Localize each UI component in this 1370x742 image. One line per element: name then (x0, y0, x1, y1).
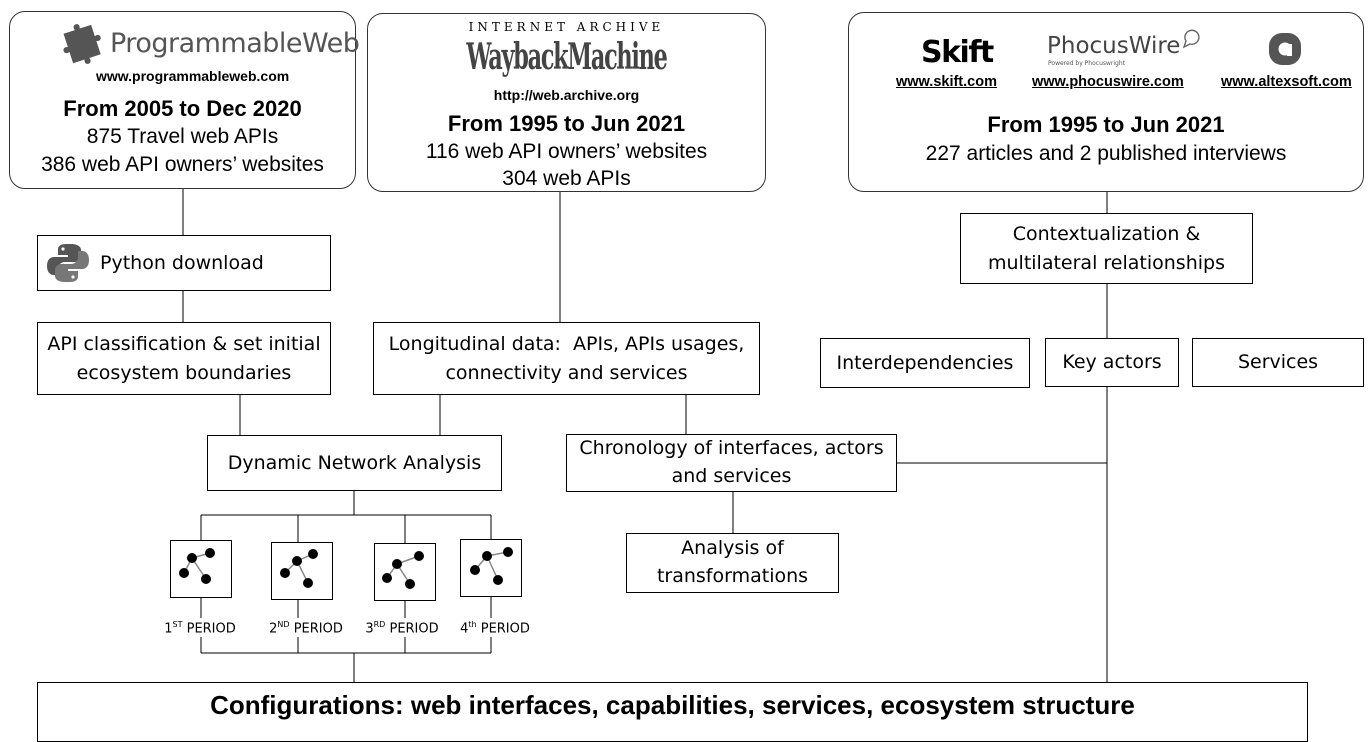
network-icon-period-3 (374, 543, 436, 601)
media-period: From 1995 to Jun 2021 (987, 112, 1225, 137)
wayback-stat-websites: 116 web API owners’ websites (425, 140, 708, 163)
api-classification-line2: ecosystem boundaries (76, 361, 292, 384)
python-download-box: Python download (37, 235, 331, 291)
phocuswire-tagline: Powered by Phocuswright (1048, 60, 1126, 67)
network-graph-icon (179, 548, 215, 584)
network-graph-icon (382, 551, 424, 589)
puzzle-logo-icon (63, 24, 101, 64)
services-box: Services (1192, 338, 1364, 387)
phocuswire-logo: PhocusWire (1047, 33, 1181, 59)
programmableweb-period: From 2005 to Dec 2020 (63, 96, 302, 121)
altexsoft-url: www.altexsoft.com (1221, 74, 1352, 90)
period-label-3: 3RD PERIOD (365, 620, 439, 637)
altexsoft-logo-icon (1269, 33, 1301, 65)
skift-logo: Skift (921, 35, 994, 70)
wayback-url: http://web.archive.org (493, 87, 640, 103)
wayback-source-box: INTERNET ARCHIVE WaybackMachine http://w… (367, 13, 766, 192)
key-actors-box: Key actors (1045, 338, 1179, 387)
contextualization-line1: Contextualization & (1012, 223, 1201, 245)
dynamic-network-analysis-box: Dynamic Network Analysis (207, 435, 502, 491)
longitudinal-data-line2: connectivity and services (445, 361, 688, 384)
programmableweb-source-box: ProgrammableWeb www.programmableweb.com … (9, 11, 360, 189)
media-source-box: Skift PhocusWire Powered by Phocuswright… (848, 12, 1364, 192)
programmableweb-stat-websites: 386 web API owners’ websites (41, 153, 324, 176)
skift-url: www.skift.com (896, 74, 997, 90)
longitudinal-data-box: Longitudinal data: APIs, APIs usages, co… (373, 322, 760, 395)
configurations-box: Configurations: web interfaces, capabili… (37, 682, 1308, 742)
wayback-period: From 1995 to Jun 2021 (447, 111, 686, 136)
dynamic-network-analysis-label: Dynamic Network Analysis (227, 451, 482, 474)
chronology-box: Chronology of interfaces, actors and ser… (566, 434, 897, 492)
period-label-2: 2ND PERIOD (269, 620, 343, 637)
analysis-line1: Analysis of (681, 537, 784, 560)
contextualization-box: Contextualization & multilateral relatio… (960, 213, 1253, 284)
python-logo-icon (47, 244, 89, 282)
programmableweb-url: www.programmableweb.com (96, 68, 290, 84)
wayback-stat-apis: 304 web APIs (502, 167, 631, 190)
programmableweb-stat-apis: 875 Travel web APIs (86, 125, 279, 148)
chronology-line1: Chronology of interfaces, actors (579, 437, 884, 460)
key-actors-label: Key actors (1062, 351, 1162, 374)
configurations-label: Configurations: web interfaces, capabili… (210, 690, 1135, 720)
internet-archive-logo-text: INTERNET ARCHIVE (468, 20, 665, 34)
network-graph-icon (280, 549, 318, 588)
longitudinal-data-line1: Longitudinal data: APIs, APIs usages, (388, 333, 745, 355)
contextualization-line2: multilateral relationships (988, 251, 1225, 274)
period-label-1: 1ST PERIOD (164, 620, 236, 637)
phocuswire-bubble-icon (1182, 29, 1200, 49)
interdependencies-label: Interdependencies (836, 351, 1014, 374)
python-download-label: Python download (100, 251, 264, 274)
media-stat-articles: 227 articles and 2 published interviews (925, 142, 1287, 165)
services-label: Services (1237, 351, 1319, 374)
network-icon-period-1 (170, 540, 232, 598)
period-label-4: 4th PERIOD (460, 620, 530, 637)
network-graph-icon (470, 547, 513, 585)
interdependencies-box: Interdependencies (820, 338, 1030, 388)
programmableweb-logo-text: ProgrammableWeb (110, 28, 360, 59)
chronology-line2: and services (671, 465, 792, 487)
analysis-line2: transformations (656, 565, 809, 587)
network-icon-period-2 (271, 542, 333, 600)
api-classification-box: API classification & set initial ecosyst… (37, 322, 331, 395)
wayback-machine-logo: WaybackMachine (466, 36, 667, 78)
api-classification-line1: API classification & set initial (47, 333, 321, 355)
network-icon-period-4 (460, 539, 522, 597)
phocuswire-url: www.phocuswire.com (1032, 74, 1184, 90)
analysis-box: Analysis of transformations (626, 533, 839, 593)
